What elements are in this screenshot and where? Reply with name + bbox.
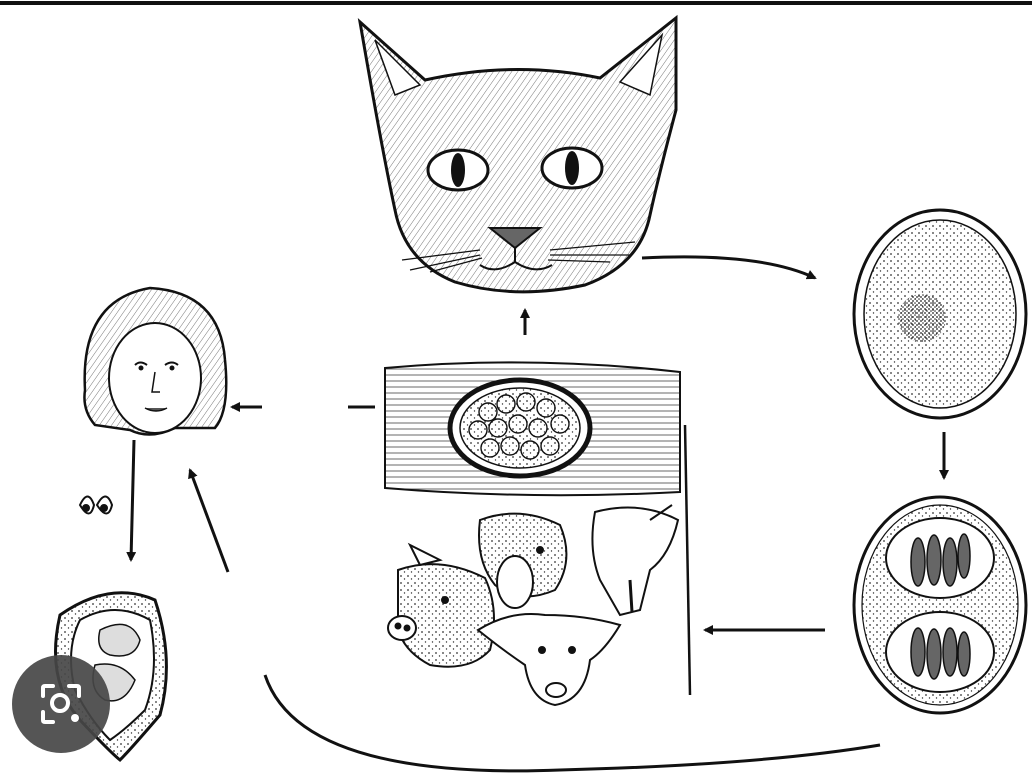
visual-search-button[interactable] bbox=[12, 655, 110, 753]
arrow-human-to-fetus bbox=[131, 440, 134, 560]
oocyst-icon bbox=[854, 210, 1026, 418]
arrow-to-human-from-below bbox=[190, 470, 228, 572]
human-head-icon bbox=[84, 288, 226, 435]
visual-search-icon bbox=[35, 678, 87, 730]
tachyzoite-icon bbox=[80, 497, 112, 514]
livestock-icon bbox=[388, 505, 678, 705]
sporulated-oocyst-icon bbox=[854, 497, 1026, 713]
arrow-cat-to-oocyst bbox=[642, 257, 815, 278]
cat-head-icon bbox=[360, 18, 676, 292]
